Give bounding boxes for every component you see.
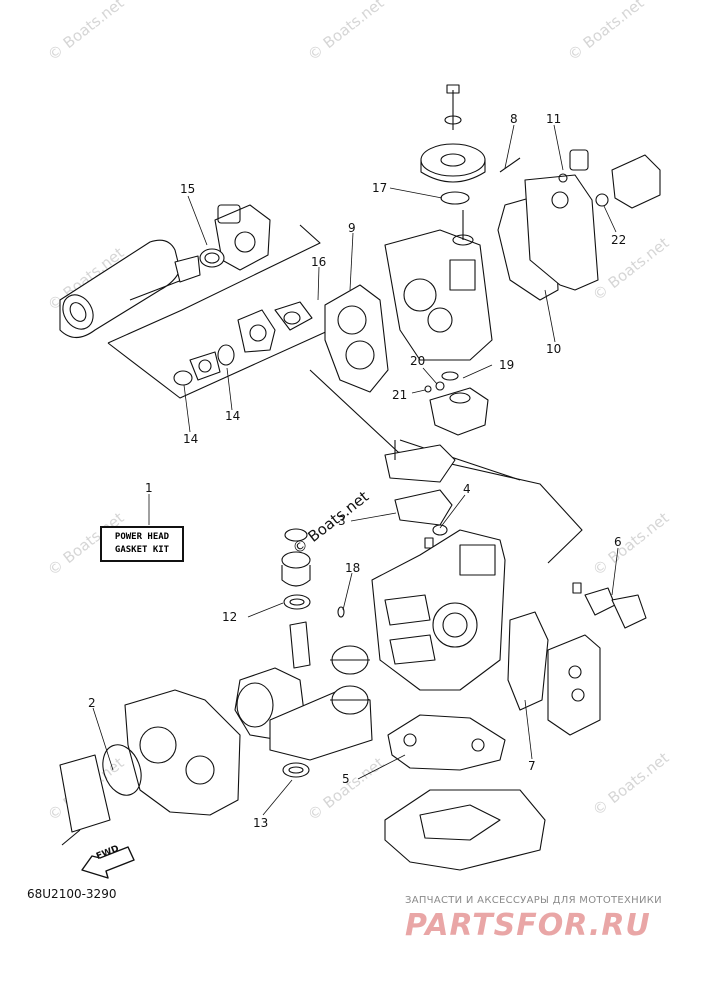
callout-2: 2 bbox=[88, 696, 96, 710]
callout-19: 19 bbox=[499, 358, 515, 372]
callout-21: 21 bbox=[392, 388, 408, 402]
callout-8: 8 bbox=[510, 112, 518, 126]
callout-1: 1 bbox=[145, 481, 153, 495]
callout-6: 6 bbox=[614, 535, 622, 549]
head-gasket bbox=[324, 284, 389, 393]
intake-gaskets bbox=[173, 301, 313, 386]
callout-14: 14 bbox=[225, 409, 241, 423]
crankshaft-seals bbox=[281, 528, 345, 778]
intake-manifold bbox=[59, 239, 196, 339]
callout-13: 13 bbox=[253, 816, 269, 830]
base-gasket bbox=[387, 714, 506, 771]
cylinder-block bbox=[371, 529, 506, 691]
cylinder-head bbox=[384, 229, 493, 361]
callout-4: 4 bbox=[463, 482, 471, 496]
thermostat-cover bbox=[424, 371, 489, 436]
carburettor bbox=[174, 204, 271, 283]
fwd-arrow-icon bbox=[81, 846, 135, 879]
kit-label-line2: GASKET KIT bbox=[114, 545, 170, 555]
callout-9: 9 bbox=[348, 221, 356, 235]
head-cover bbox=[497, 149, 661, 301]
callout-5: 5 bbox=[342, 772, 350, 786]
callout-11: 11 bbox=[546, 112, 562, 126]
callout-3: 3 bbox=[338, 514, 346, 528]
crankshaft bbox=[234, 621, 373, 761]
callout-17: 17 bbox=[372, 181, 388, 195]
callout-22: 22 bbox=[611, 233, 627, 247]
assembly-outline bbox=[107, 224, 583, 564]
callout-18: 18 bbox=[345, 561, 361, 575]
gasket-kit-label: POWER HEAD GASKET KIT bbox=[100, 526, 184, 562]
shop-tagline: ЗАПЧАСТИ И АКСЕССУАРЫ ДЛЯ МОТОТЕХНИКИ bbox=[405, 895, 662, 906]
callout-14: 14 bbox=[183, 432, 199, 446]
lower-casing bbox=[384, 789, 546, 871]
exhaust-cover-gaskets bbox=[384, 440, 456, 549]
callout-12: 12 bbox=[222, 610, 238, 624]
leader-lines bbox=[92, 124, 619, 816]
flywheel bbox=[420, 84, 486, 246]
kit-label-line1: POWER HEAD bbox=[114, 532, 170, 542]
callout-16: 16 bbox=[311, 255, 327, 269]
callout-10: 10 bbox=[546, 342, 562, 356]
crankcase-half bbox=[59, 689, 241, 846]
exhaust-cover bbox=[507, 582, 647, 736]
callout-15: 15 bbox=[180, 182, 196, 196]
callout-20: 20 bbox=[410, 354, 426, 368]
part-number: 68U2100-3290 bbox=[27, 887, 117, 901]
shop-logo: PARTSFOR.RU bbox=[405, 908, 651, 943]
callout-7: 7 bbox=[528, 759, 536, 773]
